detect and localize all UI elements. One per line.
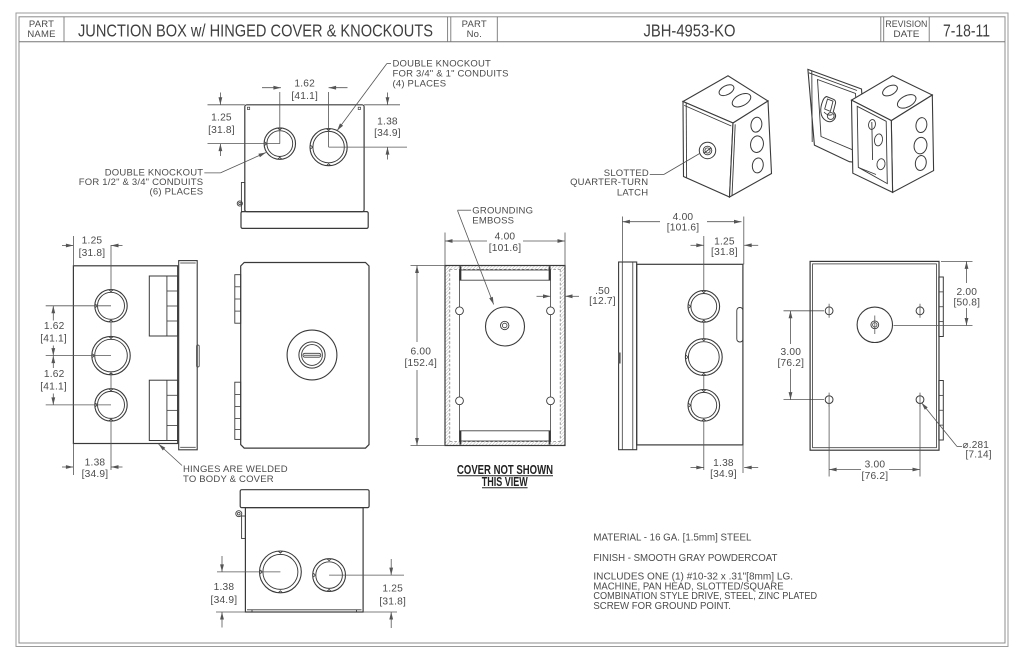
svg-text:1.25: 1.25: [382, 584, 403, 595]
svg-text:2.00: 2.00: [956, 287, 977, 298]
svg-text:1.25: 1.25: [82, 235, 103, 246]
svg-text:THIS VIEW: THIS VIEW: [482, 475, 528, 489]
svg-text:[101.6]: [101.6]: [489, 243, 522, 254]
svg-text:6.00: 6.00: [410, 347, 431, 358]
svg-text:QUARTER-TURN: QUARTER-TURN: [570, 177, 648, 188]
svg-text:[31.8]: [31.8]: [711, 247, 738, 258]
svg-text:[34.9]: [34.9]: [82, 469, 109, 480]
svg-text:[34.9]: [34.9]: [374, 128, 401, 139]
svg-text:[31.8]: [31.8]: [79, 248, 106, 259]
svg-text:[41.1]: [41.1]: [40, 333, 67, 344]
svg-text:3.00: 3.00: [865, 460, 886, 471]
svg-text:7-18-11: 7-18-11: [943, 21, 990, 41]
svg-text:1.62: 1.62: [44, 321, 65, 332]
svg-text:4.00: 4.00: [495, 232, 516, 243]
svg-text:[31.8]: [31.8]: [379, 597, 406, 608]
svg-text:1.62: 1.62: [44, 369, 65, 380]
svg-text:[76.2]: [76.2]: [777, 358, 804, 369]
svg-text:[34.9]: [34.9]: [211, 595, 238, 606]
svg-text:No.: No.: [467, 29, 482, 40]
svg-text:3.00: 3.00: [780, 347, 801, 358]
svg-text:NAME: NAME: [27, 29, 55, 40]
svg-text:JBH-4953-KO: JBH-4953-KO: [644, 21, 736, 41]
svg-text:[41.1]: [41.1]: [40, 381, 67, 392]
svg-text:4.00: 4.00: [673, 212, 694, 223]
svg-text:[152.4]: [152.4]: [405, 358, 438, 369]
svg-text:1.38: 1.38: [377, 117, 398, 128]
svg-text:MATERIAL - 16 GA. [1.5mm] STEE: MATERIAL - 16 GA. [1.5mm] STEEL: [593, 532, 751, 544]
svg-text:(4) PLACES: (4) PLACES: [393, 78, 447, 89]
svg-text:1.38: 1.38: [85, 458, 106, 469]
svg-text:[7.14]: [7.14]: [966, 450, 992, 461]
svg-text:1.25: 1.25: [714, 237, 735, 248]
svg-text:[101.6]: [101.6]: [667, 223, 700, 234]
svg-text:LATCH: LATCH: [617, 188, 648, 199]
svg-text:[12.7]: [12.7]: [589, 296, 616, 307]
svg-text:DATE: DATE: [893, 29, 919, 40]
svg-text:[31.8]: [31.8]: [208, 125, 235, 136]
svg-text:[76.2]: [76.2]: [862, 471, 889, 482]
svg-text:JUNCTION BOX w/ HINGED COVER &: JUNCTION BOX w/ HINGED COVER & KNOCKOUTS: [78, 21, 433, 41]
svg-text:(6) PLACES: (6) PLACES: [150, 187, 204, 198]
svg-text:TO BODY & COVER: TO BODY & COVER: [183, 474, 274, 485]
svg-text:1.38: 1.38: [214, 582, 235, 593]
svg-text:1.38: 1.38: [713, 458, 734, 469]
svg-text:[34.9]: [34.9]: [710, 469, 737, 480]
svg-text:1.25: 1.25: [211, 113, 232, 124]
svg-text:EMBOSS: EMBOSS: [472, 216, 514, 227]
svg-text:FINISH - SMOOTH GRAY POWDERCOA: FINISH - SMOOTH GRAY POWDERCOAT: [593, 552, 778, 564]
svg-text:[41.1]: [41.1]: [291, 91, 318, 102]
svg-text:[50.8]: [50.8]: [953, 298, 980, 309]
svg-text:SCREW FOR GROUND POINT.: SCREW FOR GROUND POINT.: [593, 600, 731, 612]
svg-text:1.62: 1.62: [294, 78, 315, 89]
